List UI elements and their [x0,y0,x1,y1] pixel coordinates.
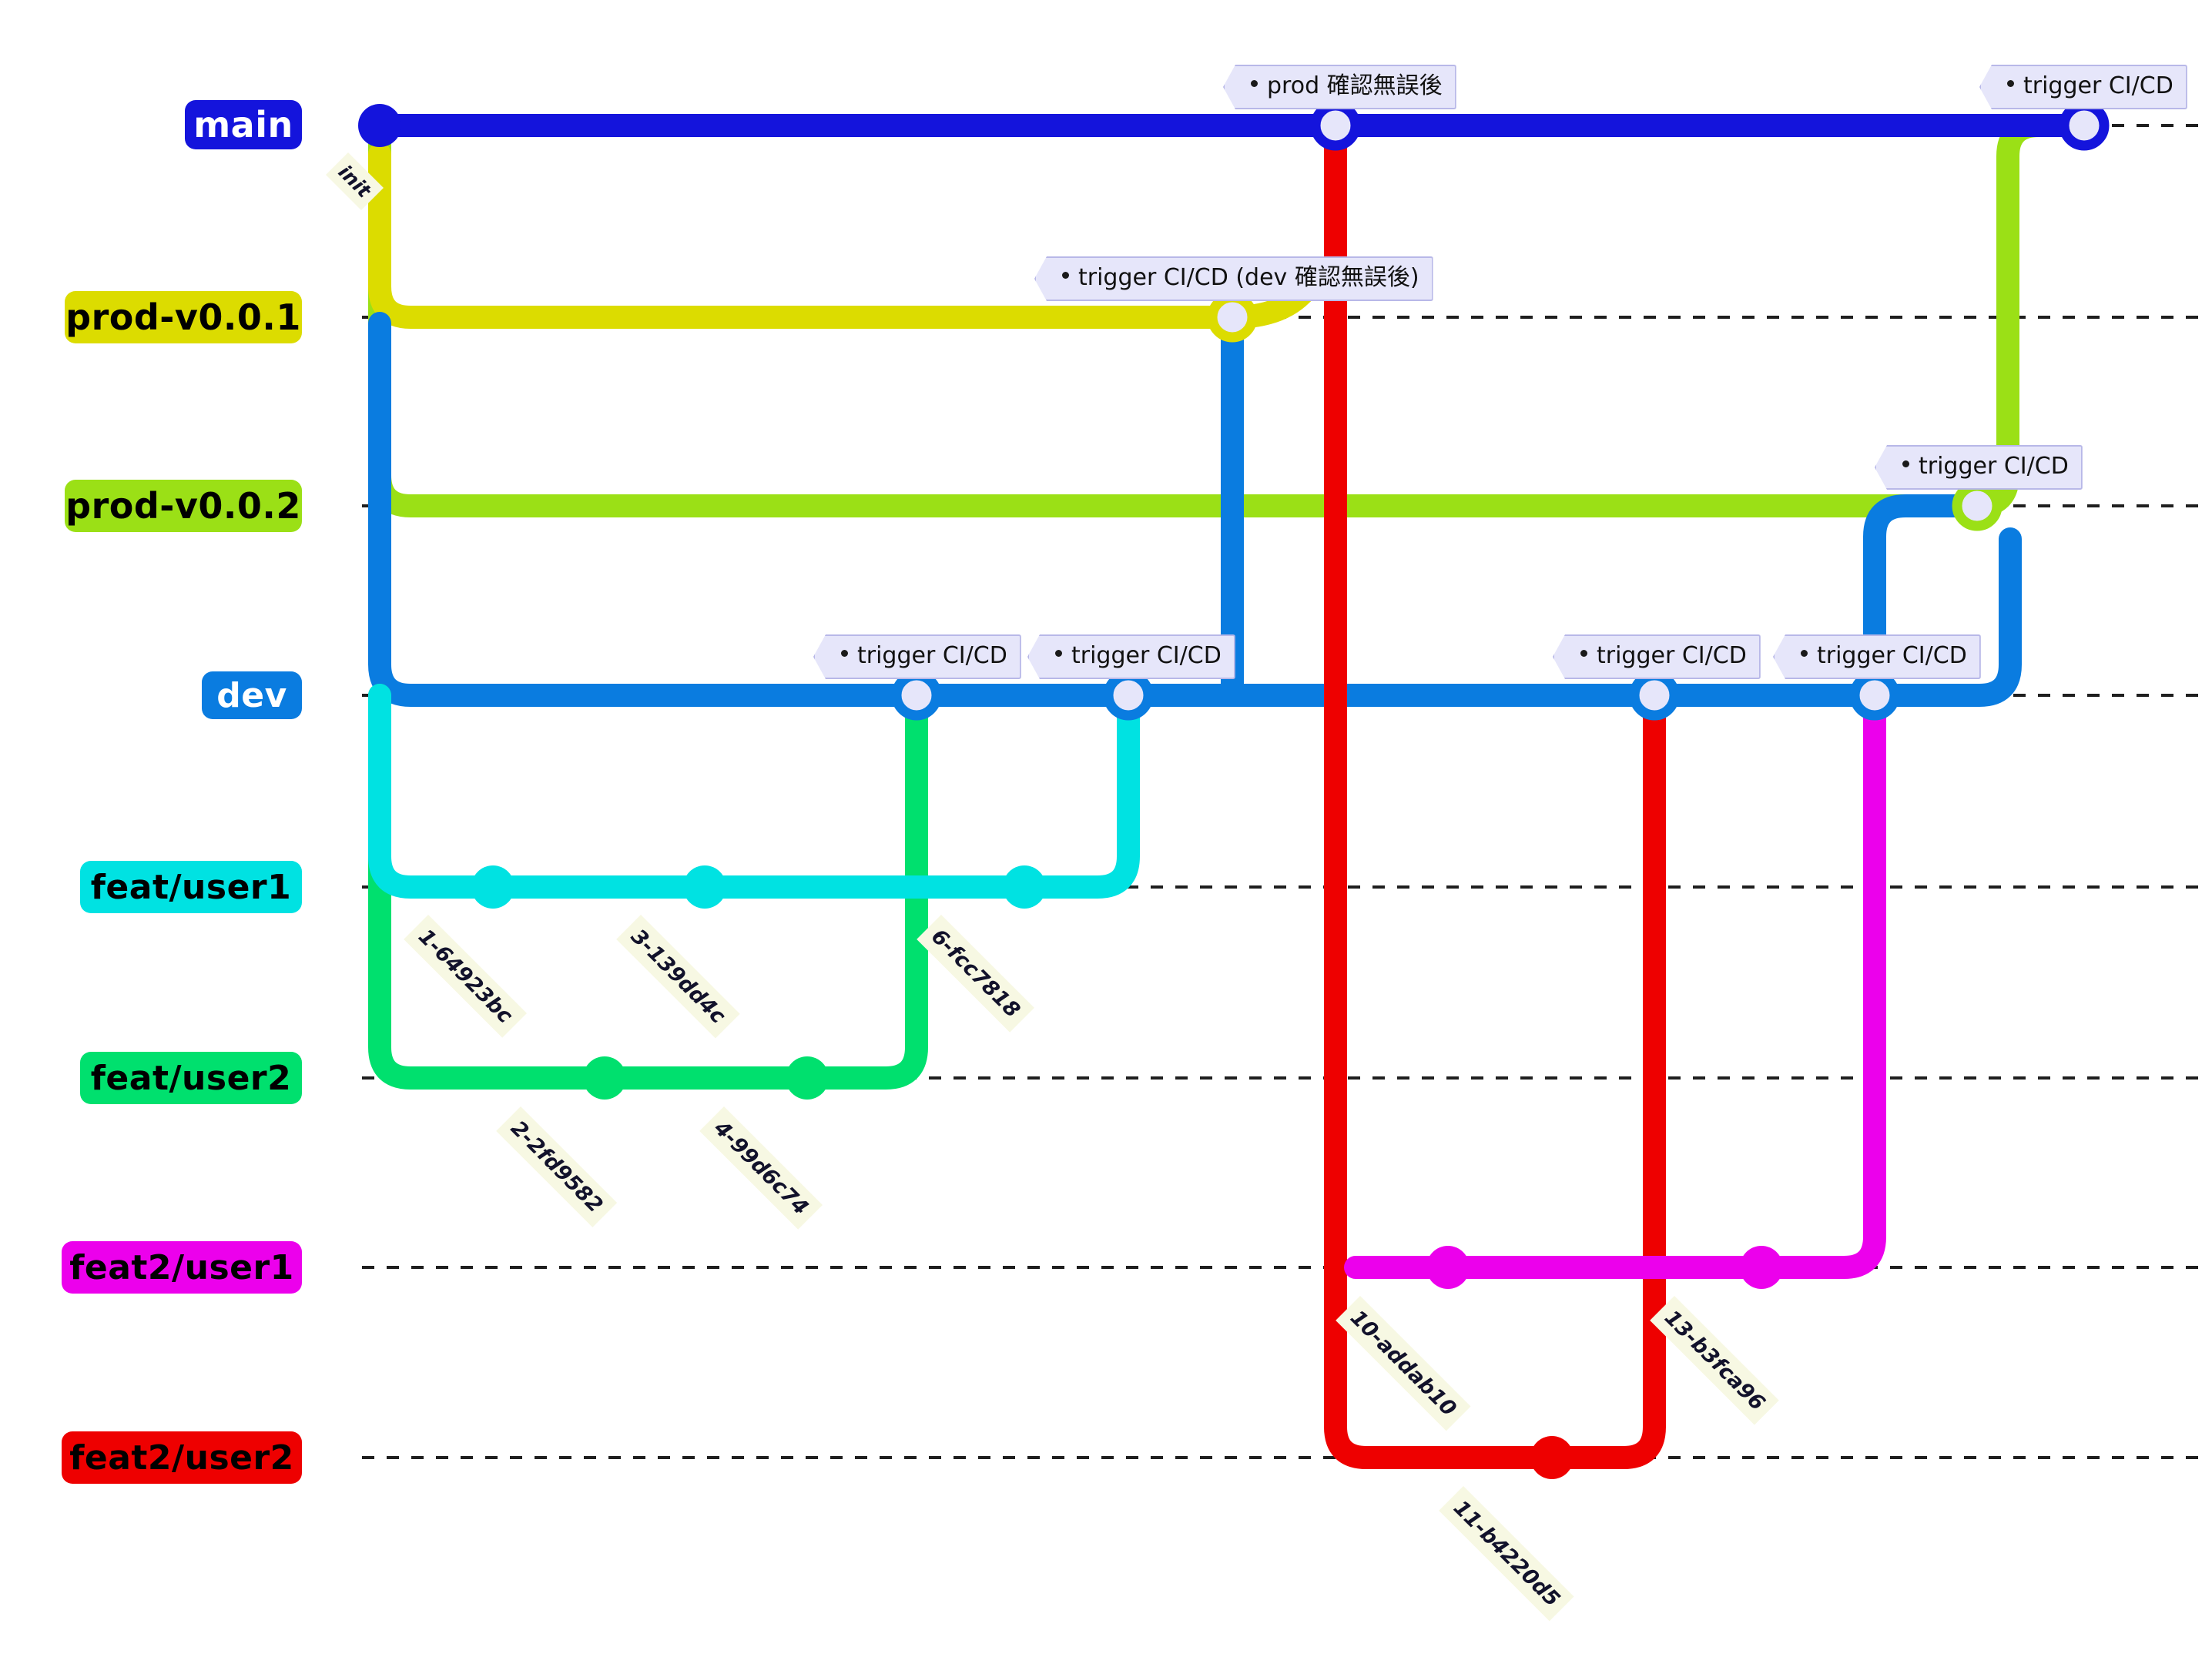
merge-node-dev-3[interactable] [1629,670,1680,721]
bullet-icon [1251,80,1258,87]
annotation-trigger-cicd-prod-v002: trigger CI/CD [1875,445,2083,490]
branch-chip-prod-v001[interactable]: prod-v0.0.1 [65,291,302,343]
branch-chip-feat-user1[interactable]: feat/user1 [80,861,302,913]
path-feat-user2 [368,684,928,1090]
merge-node-dev-4[interactable] [1849,670,1900,721]
branch-label-feat2-user2: feat2/user2 [69,1438,294,1478]
commit-node-10-addab10[interactable] [1426,1246,1470,1289]
path-dev [368,312,2022,707]
annotation-trigger-cicd-prod-v001: trigger CI/CD (dev 確認無誤後) [1034,256,1433,301]
commit-node-4-99d6c74[interactable] [786,1056,829,1100]
annotation-text: trigger CI/CD [857,642,1007,669]
annotation-text: trigger CI/CD [1071,642,1222,669]
commit-node-13-b3fca96[interactable] [1740,1246,1783,1289]
branch-label-feat-user1: feat/user1 [90,867,292,907]
annotation-trigger-cicd-dev-1: trigger CI/CD [813,634,1021,679]
branch-label-main: main [193,104,293,146]
annotation-trigger-cicd-dev-4: trigger CI/CD [1773,634,1981,679]
merge-node-main-2[interactable] [2059,100,2110,151]
bullet-icon [841,650,848,657]
branch-chip-feat2-user2[interactable]: feat2/user2 [62,1431,302,1484]
merge-node-prod-v002[interactable] [1952,480,2003,531]
commit-node-2-2fd9582[interactable] [583,1056,626,1100]
path-feat2-user1 [1344,684,1886,1279]
branch-label-feat2-user1: feat2/user1 [69,1247,294,1287]
bullet-icon [1902,460,1909,467]
branch-chip-dev[interactable]: dev [202,671,302,719]
bullet-icon [2007,80,2014,87]
annotation-text: trigger CI/CD [2023,72,2173,99]
bullet-icon [1580,650,1587,657]
branch-label-feat-user2: feat/user2 [90,1058,292,1098]
commit-node-6-fcc7818[interactable] [1003,865,1046,909]
bullet-icon [1055,650,1062,657]
commit-node-init[interactable] [358,104,401,147]
bullet-icon [1062,272,1069,279]
merge-node-prod-v001[interactable] [1207,292,1258,343]
annotation-text: prod 確認無誤後 [1267,72,1443,99]
branch-chip-feat-user2[interactable]: feat/user2 [80,1052,302,1104]
branch-label-dev: dev [216,675,287,715]
path-feat-user1 [368,684,1140,899]
branch-label-prod-v001: prod-v0.0.1 [65,296,301,338]
branch-chip-main[interactable]: main [185,100,302,149]
branch-chip-feat2-user1[interactable]: feat2/user1 [62,1241,302,1294]
annotation-text: trigger CI/CD [1597,642,1747,669]
branch-chip-prod-v002[interactable]: prod-v0.0.2 [65,480,302,532]
annotation-trigger-cicd-dev-2: trigger CI/CD [1027,634,1235,679]
merge-node-main-1[interactable] [1310,100,1361,151]
annotation-prod-confirm-main: prod 確認無誤後 [1223,65,1456,109]
annotation-text: trigger CI/CD [1919,453,2069,480]
path-dev-to-prod-v002 [1863,494,1989,707]
annotation-trigger-cicd-dev-3: trigger CI/CD [1553,634,1761,679]
commit-node-3-139dd4c[interactable] [683,865,726,909]
annotation-text: trigger CI/CD [1817,642,1967,669]
annotation-text: trigger CI/CD (dev 確認無誤後) [1078,264,1419,291]
path-feat2-user2 [1324,114,1666,1469]
annotation-trigger-cicd-main: trigger CI/CD [1979,65,2187,109]
commit-node-1-64923bc[interactable] [471,865,514,909]
commit-node-11-b4220d5[interactable] [1530,1436,1574,1479]
merge-node-dev-2[interactable] [1103,670,1154,721]
bullet-icon [1801,650,1808,657]
branch-label-prod-v002: prod-v0.0.2 [65,485,301,527]
merge-node-dev-1[interactable] [891,670,942,721]
